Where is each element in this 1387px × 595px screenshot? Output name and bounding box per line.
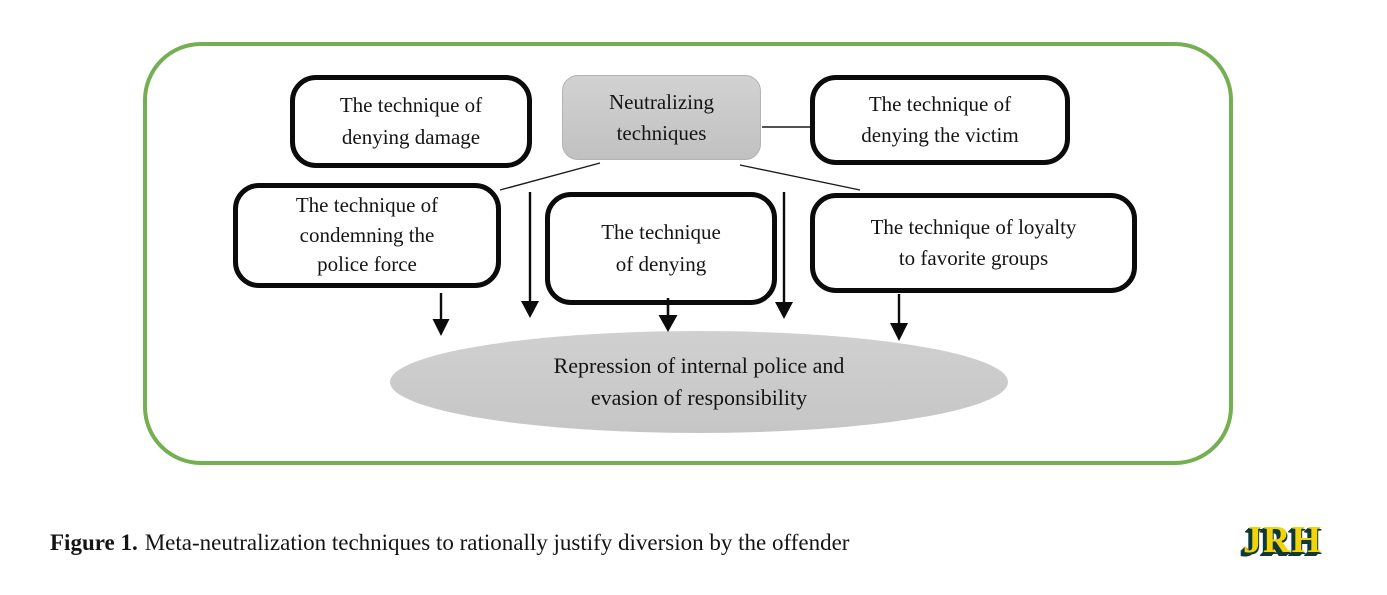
node-denying-victim: The technique of denying the victim: [810, 75, 1070, 165]
node-denying: The technique of denying: [545, 192, 777, 305]
node-denying-damage: The technique of denying damage: [290, 75, 532, 168]
journal-logo: JRH: [1243, 519, 1322, 561]
figure-caption-label: Figure 1.: [50, 530, 138, 555]
figure-caption-text: Meta-neutralization techniques to ration…: [144, 530, 850, 555]
node-neutralizing-techniques: Neutralizing techniques: [562, 75, 761, 160]
figure-caption: Figure 1.Meta-neutralization techniques …: [50, 530, 849, 556]
node-loyalty-groups: The technique of loyalty to favorite gro…: [810, 193, 1137, 293]
outcome-ellipse: Repression of internal police and evasio…: [390, 331, 1008, 433]
node-condemning-police: The technique of condemning the police f…: [233, 183, 501, 288]
